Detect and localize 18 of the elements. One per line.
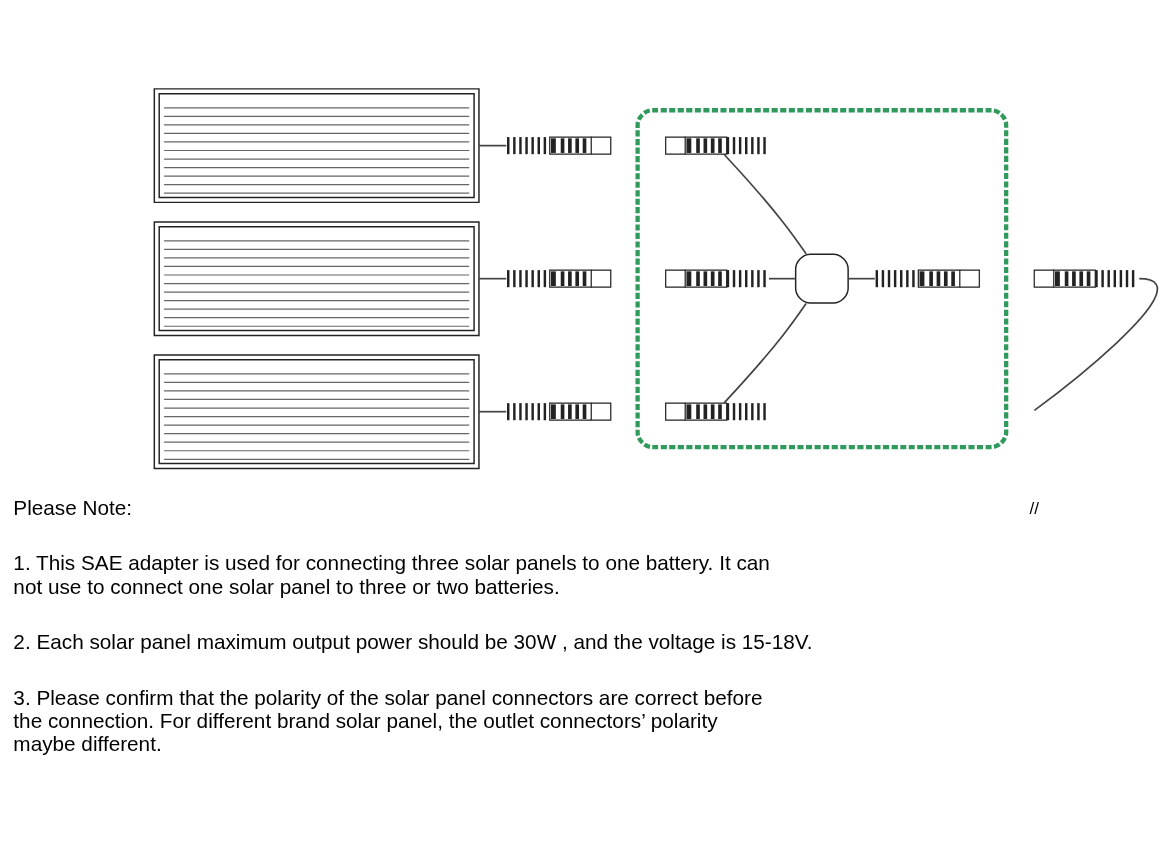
node-box	[153, 354, 480, 470]
node-box	[153, 221, 480, 337]
connector	[1033, 277, 1159, 412]
connector	[723, 302, 807, 404]
connector	[478, 410, 508, 413]
connector	[478, 277, 508, 280]
connector	[768, 277, 797, 280]
node-box	[794, 253, 849, 304]
node-box	[153, 88, 480, 204]
label: Please Note:	[13, 495, 133, 519]
label: 2. Each solar panel maximum output power should be 30W , and the voltage is 15-18V.	[13, 630, 813, 654]
label: 3. Please confirm that the polarity of the solar panel connectors are correct before the connection. For different brand solar panel, the outlet connectors’ polarity maybe different.	[13, 685, 763, 756]
label: //	[1029, 499, 1039, 519]
label: 1. This SAE adapter is used for connecting three solar panels to one battery. It can not use to connect one solar panel to three or two batteries.	[13, 551, 770, 598]
connector	[478, 144, 508, 147]
cluster	[635, 108, 1009, 450]
connector	[847, 277, 876, 280]
connector	[723, 153, 807, 255]
